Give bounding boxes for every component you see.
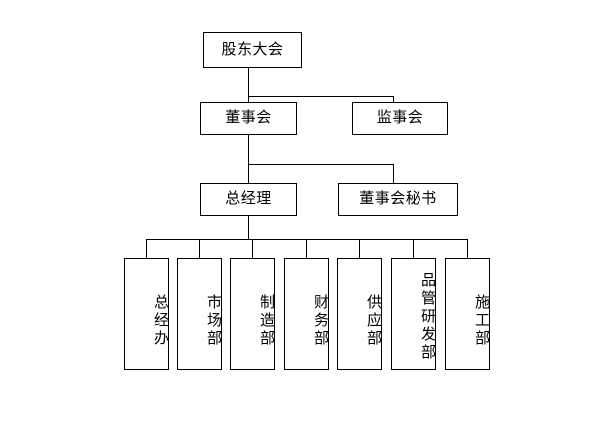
connector-dept-7-drop	[467, 239, 468, 258]
connector-gm-drop	[248, 164, 249, 183]
connector-gm-down	[248, 216, 249, 239]
node-dept-supply[interactable]: 供应部	[337, 258, 382, 370]
node-dept-general-manager-office[interactable]: 总经办	[124, 258, 169, 370]
node-shareholders-meeting[interactable]: 股东大会	[203, 32, 302, 68]
connector-board-down	[248, 135, 249, 164]
node-dept-quality-and-rd[interactable]: 品管研发部	[391, 258, 436, 370]
connector-board-drop	[248, 96, 249, 102]
connector-dept-4-drop	[306, 239, 307, 258]
node-dept-marketing[interactable]: 市场部	[177, 258, 222, 370]
node-dept-finance[interactable]: 财务部	[284, 258, 329, 370]
node-board-of-directors[interactable]: 董事会	[200, 102, 297, 135]
connector-level1-bus	[248, 96, 394, 97]
connector-level2-bus	[248, 164, 394, 165]
connector-supervisors-drop	[393, 96, 394, 102]
connector-dept-2-drop	[199, 239, 200, 258]
connector-secretary-drop	[393, 164, 394, 183]
node-dept-construction[interactable]: 施工部	[445, 258, 490, 370]
connector-dept-6-drop	[413, 239, 414, 258]
connector-dept-3-drop	[252, 239, 253, 258]
connector-departments-bus	[146, 239, 468, 240]
connector-dept-1-drop	[146, 239, 147, 258]
node-dept-manufacturing[interactable]: 制造部	[230, 258, 275, 370]
node-board-secretary[interactable]: 董事会秘书	[338, 183, 458, 216]
node-general-manager[interactable]: 总经理	[200, 183, 297, 216]
connector-dept-5-drop	[359, 239, 360, 258]
node-board-of-supervisors[interactable]: 监事会	[352, 102, 448, 135]
connector-shareholders-down	[248, 68, 249, 96]
